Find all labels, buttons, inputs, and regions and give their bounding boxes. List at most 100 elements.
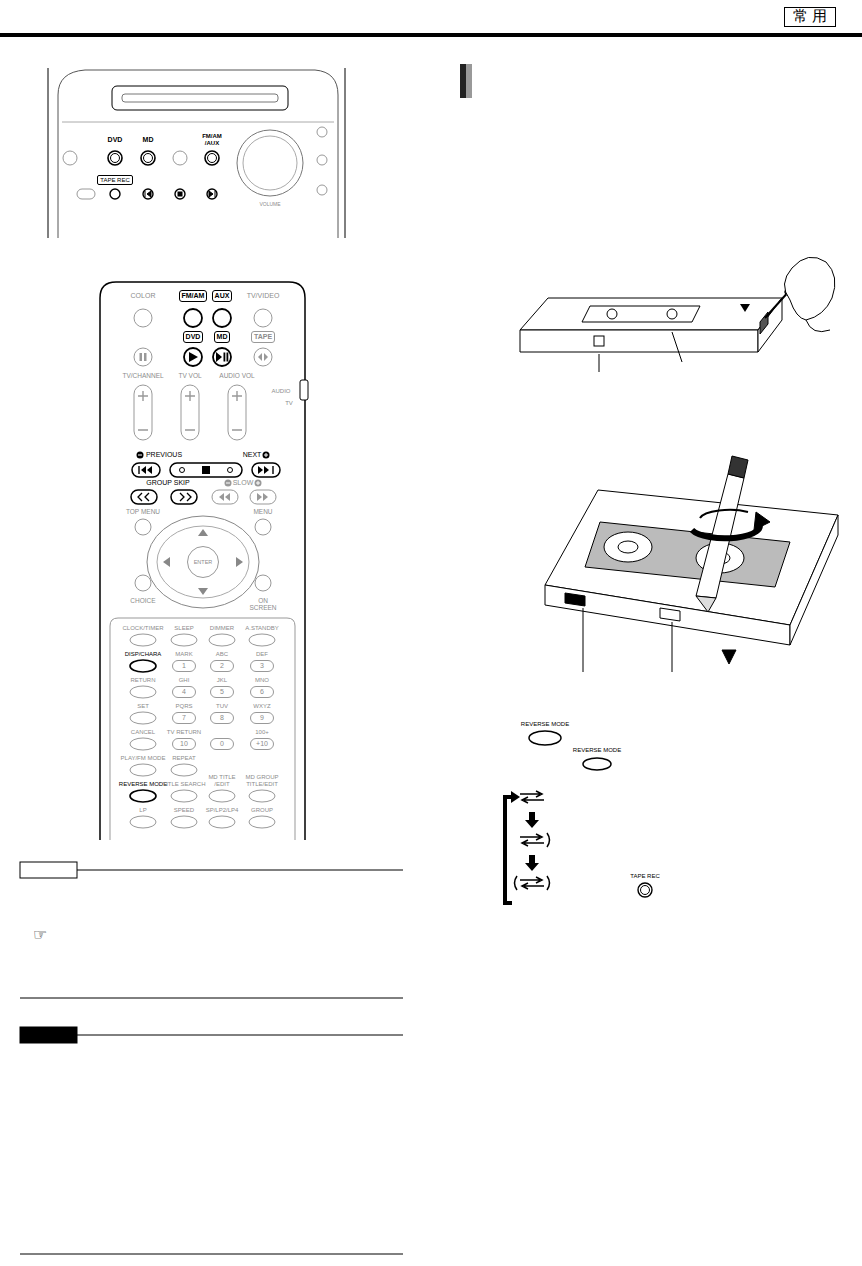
button-label: PQRS bbox=[175, 703, 192, 710]
button-label: TV/CHANNEL bbox=[122, 372, 163, 379]
category-mark-box: 常 用 bbox=[784, 7, 836, 26]
button-text: TAPE REC bbox=[100, 177, 130, 184]
number-button: 7 bbox=[172, 712, 196, 724]
number-button: +10 bbox=[250, 738, 274, 750]
button-label: MENU bbox=[253, 508, 272, 515]
button-label: TOP MENU bbox=[126, 508, 160, 515]
enter-button: ENTER bbox=[187, 546, 219, 578]
button-text: DVD bbox=[186, 333, 201, 341]
button-label: CLOCK/TIMER bbox=[122, 625, 163, 632]
button-label: GROUP bbox=[251, 807, 273, 814]
button-text: ENTER bbox=[194, 559, 213, 565]
button-label: COLOR bbox=[131, 292, 156, 300]
button-label: REVERSE MODE bbox=[521, 721, 569, 728]
button-text: 3 bbox=[260, 662, 264, 670]
button-label: SPEED bbox=[174, 807, 194, 814]
button-label: REPEAT bbox=[172, 755, 196, 762]
button-label: AUDIO VOL bbox=[219, 372, 254, 379]
button-label-box: TAPE bbox=[251, 331, 275, 343]
remote-control-illustration bbox=[100, 282, 308, 840]
button-label: SET bbox=[137, 703, 149, 710]
button-label: DIMMER bbox=[210, 625, 234, 632]
button-label: A.STANDBY bbox=[245, 625, 279, 632]
button-text: 常 用 bbox=[793, 8, 827, 25]
cassette-rewind-illustration bbox=[545, 456, 838, 672]
button-text: 10 bbox=[180, 740, 188, 748]
button-label: PLAY/FM MODE bbox=[121, 755, 166, 762]
button-text: AUX bbox=[215, 292, 230, 300]
button-label: REVERSE MODE bbox=[573, 747, 621, 754]
button-label: REVERSE MODE bbox=[119, 781, 167, 788]
number-button: 5 bbox=[210, 686, 234, 698]
button-label: SP/LP2/LP4 bbox=[206, 807, 239, 814]
main-unit-illustration bbox=[48, 68, 345, 238]
button-text: 5 bbox=[220, 688, 224, 696]
button-label: MARK bbox=[175, 651, 192, 658]
number-button: 2 bbox=[210, 660, 234, 672]
button-text: +10 bbox=[256, 740, 268, 748]
button-label: SLEEP bbox=[174, 625, 193, 632]
button-text: 2 bbox=[220, 662, 224, 670]
number-button: 1 bbox=[172, 660, 196, 672]
button-label: ON SCREEN bbox=[248, 597, 278, 612]
button-label: WXYZ bbox=[253, 703, 270, 710]
button-text: FM/AM bbox=[182, 292, 205, 300]
button-text: 1 bbox=[182, 662, 186, 670]
button-label: PREVIOUS bbox=[146, 451, 182, 459]
number-button: 10 bbox=[172, 738, 196, 750]
button-label: TITLE SEARCH bbox=[162, 781, 205, 788]
button-text: 7 bbox=[182, 714, 186, 722]
button-label: DVD bbox=[108, 136, 123, 144]
cassette-tab-illustration bbox=[520, 257, 835, 372]
button-text: 4 bbox=[182, 688, 186, 696]
button-label: VOLUME bbox=[259, 202, 280, 208]
button-label-box: AUX bbox=[212, 290, 233, 302]
button-label: SLOW bbox=[233, 479, 254, 487]
button-text: 8 bbox=[220, 714, 224, 722]
button-label: TAPE REC bbox=[630, 873, 660, 880]
button-label: TV RETURN bbox=[167, 729, 201, 736]
button-label-box: TAPE REC bbox=[97, 175, 133, 186]
section-bar bbox=[460, 64, 472, 98]
button-label-box: MD bbox=[214, 331, 231, 343]
header-rule bbox=[0, 33, 862, 37]
button-label: MD TITLE /EDIT bbox=[207, 774, 237, 788]
button-label: RETURN bbox=[131, 677, 156, 684]
button-label: DEF bbox=[256, 651, 268, 658]
button-label: GROUP SKIP bbox=[146, 479, 189, 487]
switch-label: TV bbox=[285, 400, 293, 407]
button-label: MNO bbox=[255, 677, 269, 684]
button-label: ABC bbox=[216, 651, 228, 658]
number-button: 9 bbox=[250, 712, 274, 724]
button-label: MD GROUP TITLE/EDIT bbox=[244, 774, 280, 788]
number-button: 6 bbox=[250, 686, 274, 698]
reference-pointer: ☞ bbox=[33, 926, 47, 944]
button-label: TV/VIDEO bbox=[247, 292, 280, 300]
button-label: CANCEL bbox=[131, 729, 155, 736]
button-text: TAPE bbox=[254, 333, 272, 341]
number-button: 8 bbox=[210, 712, 234, 724]
button-label: DISP/CHARA bbox=[125, 651, 162, 658]
button-label: MD bbox=[143, 136, 154, 144]
button-label: FM/AM /AUX bbox=[200, 133, 224, 147]
button-label: LP bbox=[139, 807, 146, 814]
button-label: 100+ bbox=[255, 729, 269, 736]
button-text: 6 bbox=[260, 688, 264, 696]
note-frames bbox=[20, 862, 403, 1254]
number-button: 3 bbox=[250, 660, 274, 672]
button-label-box: FM/AM bbox=[179, 290, 208, 302]
button-text: MD bbox=[217, 333, 228, 341]
button-label: JKL bbox=[217, 677, 227, 684]
button-text: 0 bbox=[220, 740, 224, 748]
switch-label: AUDIO bbox=[271, 388, 290, 395]
reverse-mode-cycle bbox=[505, 731, 652, 903]
button-label-box: DVD bbox=[183, 331, 204, 343]
button-label: NEXT bbox=[243, 451, 262, 459]
button-label: CHOICE bbox=[130, 597, 155, 604]
button-text: 9 bbox=[260, 714, 264, 722]
number-button: 0 bbox=[210, 738, 234, 750]
number-button: 4 bbox=[172, 686, 196, 698]
button-label: GHI bbox=[179, 677, 190, 684]
button-label: TV VOL bbox=[178, 372, 201, 379]
